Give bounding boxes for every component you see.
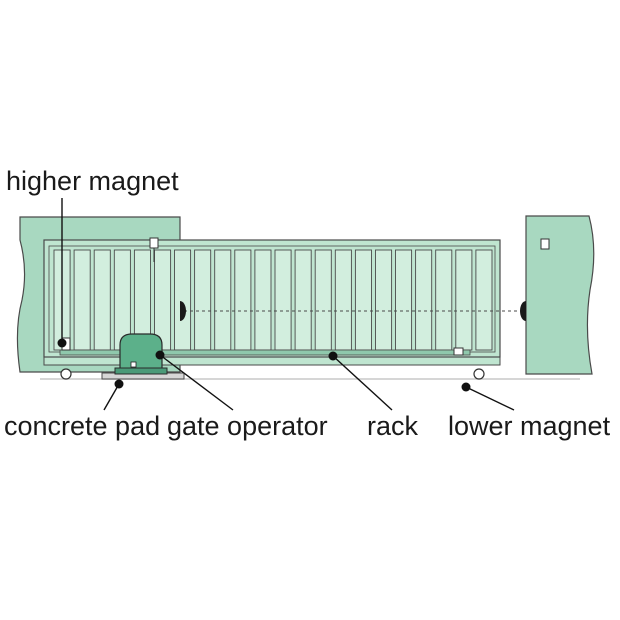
right-photocell xyxy=(520,301,526,321)
gate-bar xyxy=(395,249,413,351)
gate-bar xyxy=(73,249,91,351)
right-post xyxy=(525,215,595,375)
left-photocell xyxy=(180,301,186,321)
flashing-lamp xyxy=(149,237,159,249)
right-wheel xyxy=(473,368,485,380)
dot-lower-magnet xyxy=(461,382,471,392)
gate-operator-base xyxy=(114,367,168,375)
gate-bar xyxy=(455,249,473,351)
gate-bar xyxy=(475,249,493,351)
gate-bar xyxy=(354,249,372,351)
gate-bar xyxy=(194,249,212,351)
gate-bar xyxy=(375,249,393,351)
leader-rack xyxy=(332,355,393,411)
label-lower-magnet: lower magnet xyxy=(448,411,611,441)
gate-operator-lock xyxy=(130,361,137,368)
leader-concrete-pad xyxy=(103,383,120,411)
leader-dots xyxy=(57,338,471,392)
dot-rack xyxy=(328,351,338,361)
gate-track xyxy=(43,356,501,366)
gate-bar xyxy=(294,249,312,351)
gate-bars xyxy=(53,249,493,351)
gate-bar xyxy=(214,249,232,351)
gate-bar xyxy=(314,249,332,351)
dot-gate-operator xyxy=(155,350,165,360)
dot-higher-magnet xyxy=(57,338,67,348)
gate-bar xyxy=(274,249,292,351)
label-gate-operator: gate operator xyxy=(167,411,328,441)
dot-concrete-pad xyxy=(114,379,124,389)
gate-bar xyxy=(174,249,192,351)
gate-bar xyxy=(234,249,252,351)
gate-bar xyxy=(93,249,111,351)
gate-bar xyxy=(435,249,453,351)
gate-operator xyxy=(119,333,163,373)
lower-magnet xyxy=(453,347,464,356)
leader-lines xyxy=(61,198,515,411)
gate-bar xyxy=(334,249,352,351)
gate-bar xyxy=(254,249,272,351)
rack xyxy=(59,349,471,356)
label-higher-magnet: higher magnet xyxy=(6,166,179,196)
left-wheel xyxy=(60,368,72,380)
gate-bar xyxy=(415,249,433,351)
leader-gate-operator xyxy=(159,354,234,411)
right-post-photocell xyxy=(540,238,550,250)
label-concrete-pad: concrete pad xyxy=(4,411,161,441)
label-rack: rack xyxy=(367,411,419,441)
leader-lower-magnet xyxy=(465,386,515,411)
